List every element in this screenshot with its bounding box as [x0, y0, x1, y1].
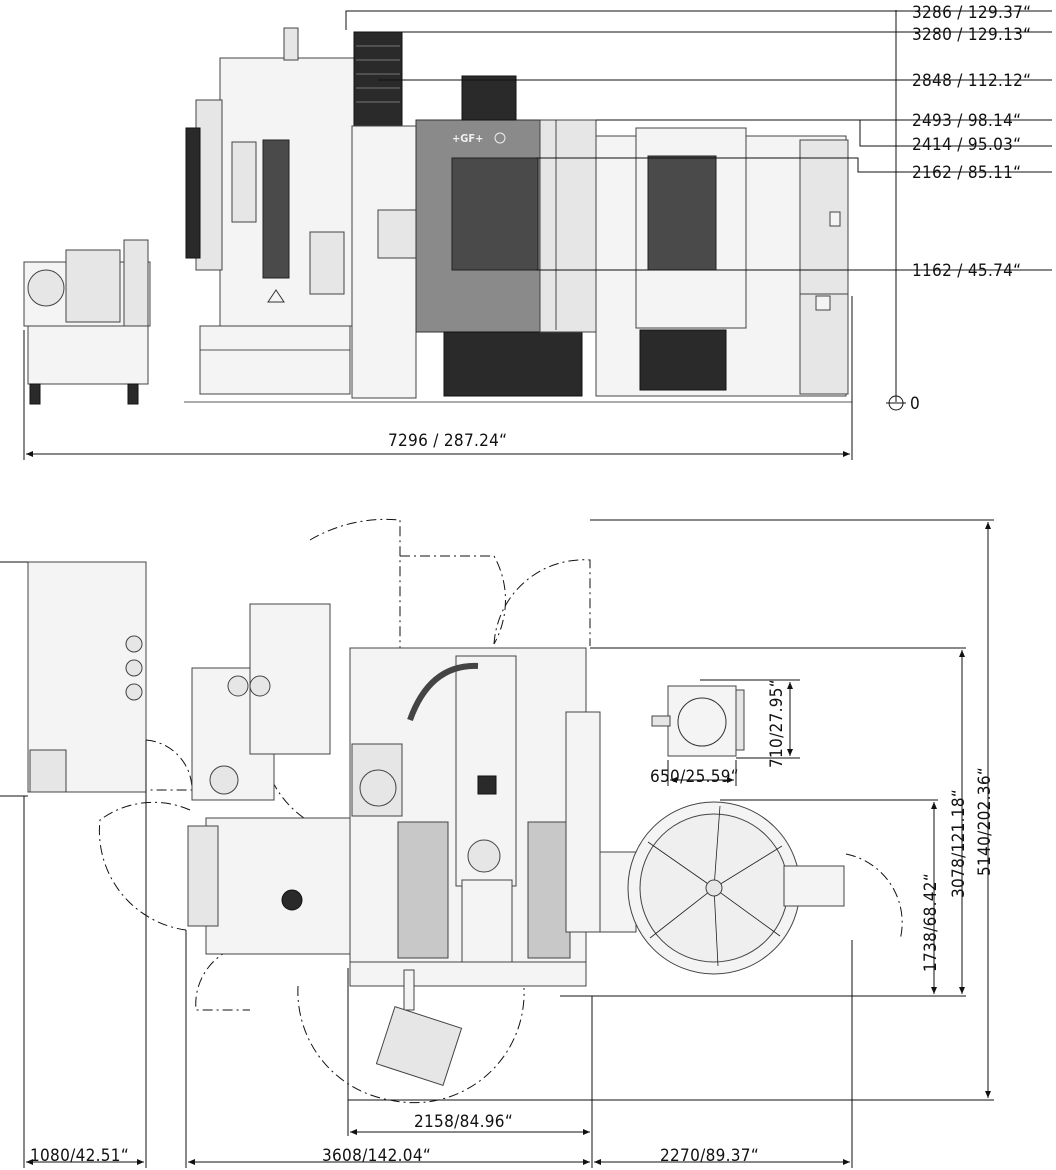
machine-enclosure: +GF+ — [415, 75, 597, 397]
control-panel — [351, 125, 459, 399]
plan-pallet-magazine — [599, 801, 845, 975]
plan-operator-panel — [375, 969, 463, 1086]
zero-label: 0 — [910, 394, 920, 414]
plan-view: 710/27.95“ 650/25.59“ 5140/202.36“ 3078/… — [0, 518, 995, 1168]
pallet-changer — [595, 127, 849, 397]
plan-coolant-cabinet — [651, 685, 745, 757]
plan-machine-body — [349, 647, 601, 987]
plan-auxiliary-unit — [187, 603, 367, 955]
dim-width-3608: 3608/142.04“ — [322, 1146, 431, 1166]
plan-electrical-cabinet — [0, 561, 147, 797]
dim-height-2493: 2493 / 98.14“ — [912, 111, 1021, 131]
dim-height-3286: 3286 / 129.37“ — [912, 3, 1031, 23]
hydraulic-unit — [23, 239, 151, 405]
dim-width-1080: 1080/42.51“ — [30, 1146, 129, 1166]
dim-door-width: 2158/84.96“ — [414, 1112, 513, 1132]
dim-depth-total: 5140/202.36“ — [975, 767, 995, 876]
dim-width-2270: 2270/89.37“ — [660, 1146, 759, 1166]
dim-height-1162: 1162 / 45.74“ — [912, 261, 1021, 281]
dim-total-width: 7296 / 287.24“ — [388, 431, 507, 451]
dim-height-2414: 2414 / 95.03“ — [912, 135, 1021, 155]
front-view: +GF+ 0 — [23, 3, 1052, 460]
dim-height-3280: 3280 / 129.13“ — [912, 25, 1031, 45]
dim-cabinet-width: 650/25.59“ — [650, 767, 739, 787]
dim-height-2848: 2848 / 112.12“ — [912, 71, 1031, 91]
electrical-cabinet — [185, 27, 355, 395]
dim-height-2162: 2162 / 85.11“ — [912, 163, 1021, 183]
filter-tower — [353, 31, 403, 127]
dim-depth-machine: 3078/121.18“ — [949, 789, 969, 898]
dim-cabinet-height: 710/27.95“ — [767, 679, 787, 768]
brand-label: +GF+ — [452, 132, 483, 145]
dim-depth-magazine: 1738/68.42“ — [921, 873, 941, 972]
